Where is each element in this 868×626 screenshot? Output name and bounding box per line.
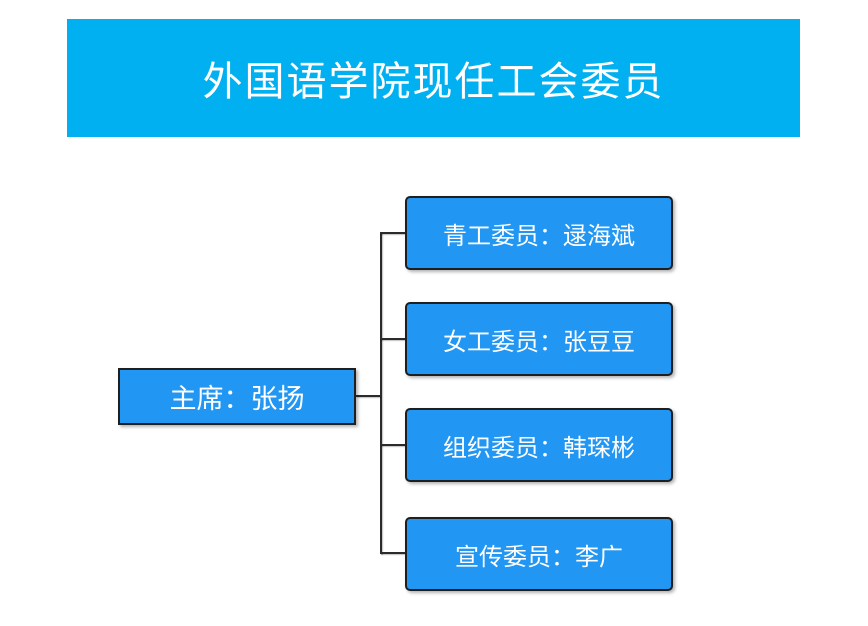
node-chairman: 主席：张扬 xyxy=(118,368,356,425)
node-youth-committee-label: 青工委员：逯海斌 xyxy=(443,222,635,250)
node-women-committee-member: 女工委员：张豆豆 xyxy=(405,302,673,376)
node-publicity-committee-label: 宣传委员：李广 xyxy=(455,543,623,571)
connector-root-stub xyxy=(356,395,380,397)
node-youth-committee-member: 青工委员：逯海斌 xyxy=(405,196,673,270)
page-title: 外国语学院现任工会委员 xyxy=(202,60,665,104)
title-banner: 外国语学院现任工会委员 xyxy=(67,19,800,137)
connector-child-4-stub xyxy=(380,552,405,554)
connector-trunk xyxy=(380,232,382,554)
connector-child-3-stub xyxy=(380,444,405,446)
node-publicity-committee-member: 宣传委员：李广 xyxy=(405,517,673,591)
connector-child-1-stub xyxy=(380,232,405,234)
node-women-committee-label: 女工委员：张豆豆 xyxy=(443,328,635,356)
node-organization-committee-member: 组织委员：韩琛彬 xyxy=(405,408,673,482)
node-organization-committee-label: 组织委员：韩琛彬 xyxy=(443,434,635,462)
node-chairman-label: 主席：张扬 xyxy=(169,384,305,414)
connector-child-2-stub xyxy=(380,338,405,340)
